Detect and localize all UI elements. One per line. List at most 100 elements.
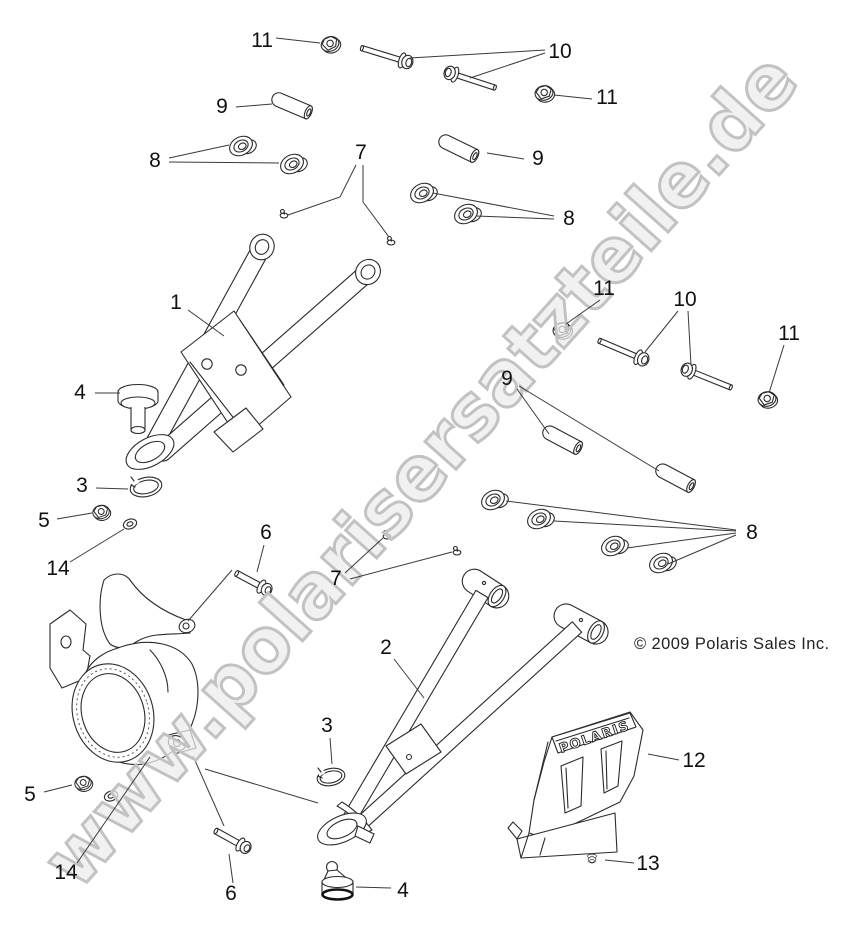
leader-line xyxy=(565,299,601,325)
upper-a-arm-drawing xyxy=(125,233,381,470)
leader-line xyxy=(287,164,357,216)
leader-line xyxy=(393,658,425,699)
leader-line xyxy=(228,853,234,884)
leader-line xyxy=(486,152,525,160)
leader-line xyxy=(505,500,737,531)
assembly-lines xyxy=(187,569,319,827)
leader-line xyxy=(43,784,73,793)
callout-4: 4 xyxy=(397,879,409,902)
pivot-bolt-drawing xyxy=(594,332,652,370)
callout-6: 6 xyxy=(225,882,237,905)
leader-line xyxy=(95,487,129,490)
callout-13: 13 xyxy=(636,852,659,875)
leader-line xyxy=(604,859,635,864)
leader-line xyxy=(667,534,737,565)
bushing-drawing xyxy=(477,484,512,516)
spacer-tube-drawing xyxy=(652,460,698,495)
spacer-tube-drawing xyxy=(539,422,585,457)
callout-7: 7 xyxy=(355,141,367,164)
callout-11: 11 xyxy=(596,86,618,109)
leader-line xyxy=(168,161,280,164)
pivot-bolt-drawing xyxy=(357,39,416,72)
leader-line xyxy=(647,753,680,761)
spacer-tube-drawing xyxy=(269,90,315,121)
grease-fitting-drawing xyxy=(279,208,289,219)
leader-line xyxy=(432,192,555,217)
callout-14: 14 xyxy=(46,557,70,580)
leader-line xyxy=(409,49,546,59)
leader-line xyxy=(187,309,225,337)
leader-line xyxy=(626,532,737,549)
leader-line xyxy=(475,215,555,220)
leader-line xyxy=(329,737,333,765)
callout-10: 10 xyxy=(548,40,571,63)
hex-bolt-drawing xyxy=(210,823,255,857)
callout-1: 1 xyxy=(170,291,182,314)
callout-4: 4 xyxy=(74,381,86,404)
callout-7: 7 xyxy=(330,567,342,590)
bushing-drawing xyxy=(276,148,311,180)
callout-8: 8 xyxy=(746,521,758,544)
callout-9: 9 xyxy=(216,95,228,118)
callout-3: 3 xyxy=(76,474,88,497)
callout-6: 6 xyxy=(260,521,272,544)
leader-line xyxy=(553,94,593,100)
leader-line xyxy=(256,544,265,573)
bushing-drawing xyxy=(645,547,680,579)
callout-9: 9 xyxy=(532,147,544,170)
callout-11: 11 xyxy=(778,322,800,345)
bushing-drawing xyxy=(450,198,485,230)
leader-line xyxy=(344,537,384,574)
callout-14: 14 xyxy=(54,861,78,884)
spacer-tube-drawing xyxy=(435,131,482,165)
callout-5: 5 xyxy=(38,509,50,532)
flange-nut-drawing xyxy=(533,83,557,105)
callout-8: 8 xyxy=(149,149,161,172)
callout-11: 11 xyxy=(593,277,615,300)
pivot-bolt-drawing xyxy=(678,359,736,396)
pivot-bolt-drawing xyxy=(441,63,500,96)
callout-9: 9 xyxy=(501,367,513,390)
callout-11: 11 xyxy=(251,29,273,52)
leader-line xyxy=(235,103,273,108)
leader-line xyxy=(355,886,392,889)
leader-line xyxy=(469,52,546,79)
bushing-drawing xyxy=(225,130,260,162)
lock-nut-drawing xyxy=(91,503,113,523)
leader-line xyxy=(644,310,679,353)
copyright-text: © 2009 Polaris Sales Inc. xyxy=(634,635,830,653)
bushing-drawing xyxy=(597,530,632,562)
ball-joint-upper-drawing xyxy=(117,383,159,435)
callout-10: 10 xyxy=(673,288,696,311)
leader-line xyxy=(69,528,125,563)
steering-knuckle-drawing xyxy=(49,573,199,766)
leader-line xyxy=(553,520,737,532)
ball-joint-lower-drawing xyxy=(321,860,354,901)
lower-a-arm-drawing xyxy=(317,568,609,846)
leader-line xyxy=(687,310,692,366)
leader-line xyxy=(56,512,93,520)
callout-12: 12 xyxy=(682,749,705,772)
leader-line xyxy=(362,165,390,238)
leader-line xyxy=(76,756,151,864)
leader-line xyxy=(168,144,230,159)
callout-2: 2 xyxy=(380,636,392,659)
callout-3: 3 xyxy=(321,714,333,737)
leader-line xyxy=(518,385,660,472)
leader-line xyxy=(768,344,785,394)
grease-fitting-drawing xyxy=(452,545,462,556)
washer-drawing xyxy=(121,516,139,532)
a-arm-guard-drawing: POLARIS xyxy=(507,711,644,859)
leader-line xyxy=(349,551,453,580)
snap-ring-upper-drawing xyxy=(129,476,163,498)
leader-line xyxy=(275,37,321,44)
bushing-drawing xyxy=(523,503,558,535)
callout-8: 8 xyxy=(563,207,575,230)
flange-nut-drawing xyxy=(318,33,344,57)
callout-5: 5 xyxy=(24,783,36,806)
grease-fitting-drawing xyxy=(386,235,396,246)
leader-line xyxy=(516,388,550,435)
